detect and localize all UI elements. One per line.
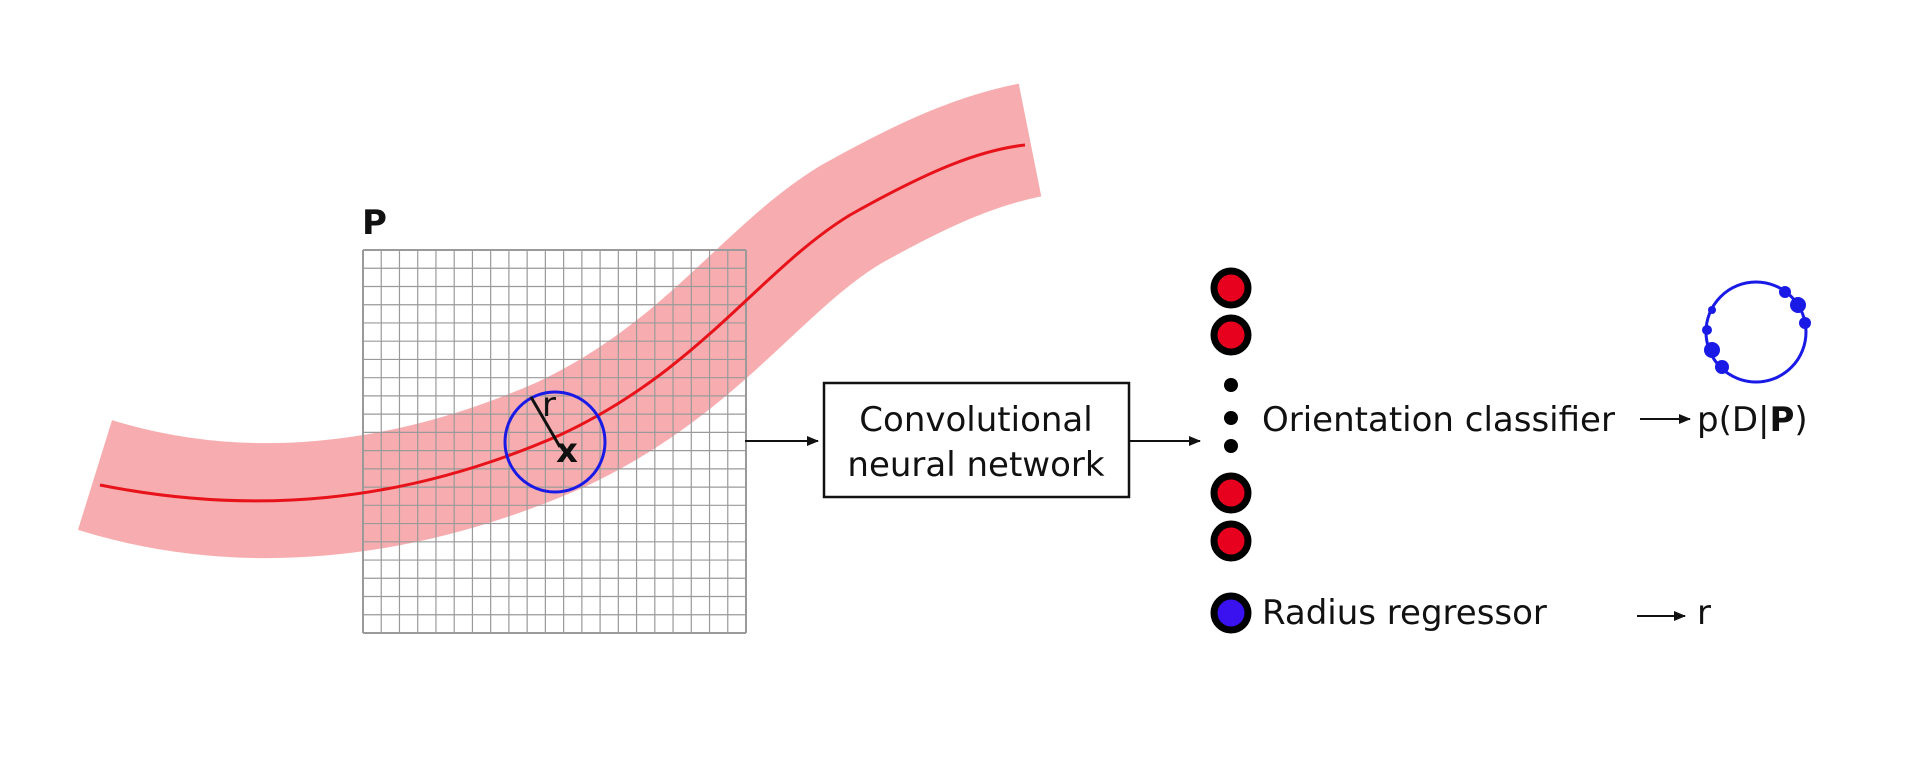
cnn-label-line2: neural network — [847, 445, 1104, 485]
radius-regressor-label: Radius regressor — [1262, 593, 1547, 633]
cnn-box — [822, 381, 1131, 499]
patch-grid — [362, 249, 747, 634]
center-point-label: x — [556, 431, 578, 471]
ellipsis-dot — [1224, 378, 1238, 392]
orientation-distribution-icon — [1702, 280, 1811, 384]
orientation-output: p(D|P) — [1697, 400, 1808, 440]
classifier-node — [1210, 520, 1252, 562]
classifier-node — [1210, 314, 1252, 356]
radius-output: r — [1697, 593, 1711, 633]
radius-label: r — [542, 385, 556, 425]
classifier-node — [1210, 472, 1252, 514]
vessel-centerline — [99, 143, 1026, 503]
output-layer — [1210, 267, 1252, 634]
classifier-node — [1210, 267, 1252, 309]
regressor-node — [1210, 592, 1252, 634]
radius-line — [529, 396, 562, 448]
patch-label: P — [362, 203, 387, 243]
sphere-circle — [503, 390, 607, 494]
orientation-classifier-label: Orientation classifier — [1262, 400, 1615, 440]
cnn-label-line1: Convolutional — [859, 400, 1092, 440]
ellipsis-dot — [1224, 411, 1238, 425]
ellipsis-dot — [1224, 439, 1238, 453]
